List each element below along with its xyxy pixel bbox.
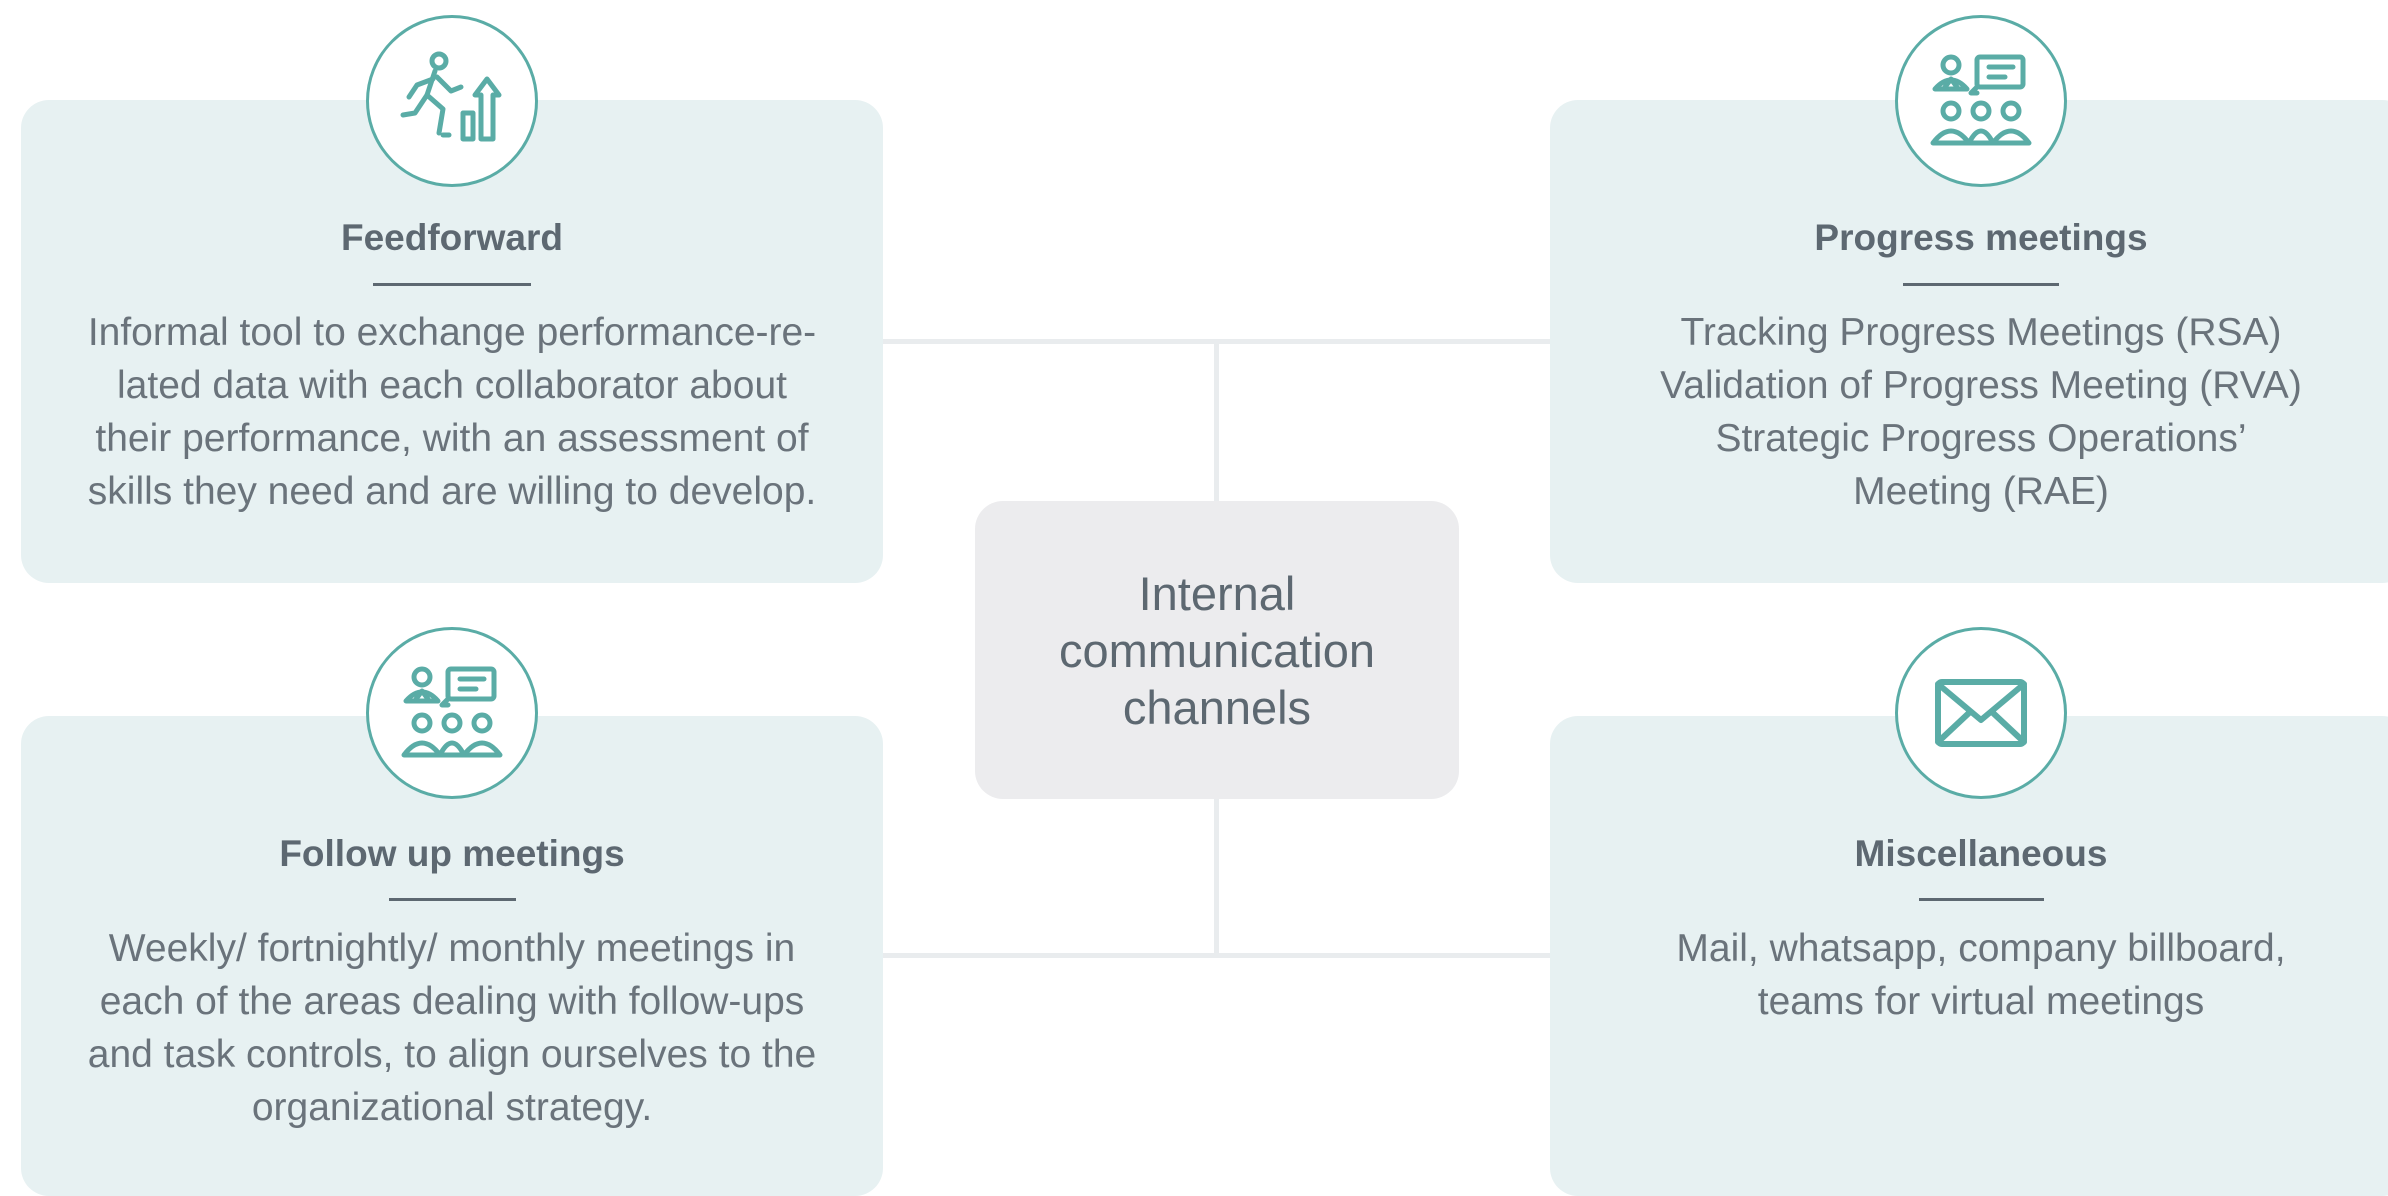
- progress-meetings-divider: [1903, 283, 2059, 286]
- miscellaneous-icon-badge: [1895, 627, 2067, 799]
- progress-meetings-icon-badge: [1895, 15, 2067, 187]
- meeting-presentation-icon: [401, 666, 503, 758]
- runner-growth-icon: [400, 51, 502, 142]
- miscellaneous-description: Mail, whatsapp, company billboard, teams…: [1676, 927, 2286, 1023]
- center-node: Internal communication channels: [975, 501, 1459, 799]
- feedforward-divider: [373, 283, 531, 286]
- follow-up-meetings-title: Follow up meetings: [279, 833, 625, 874]
- connector-bottom-horizontal: [880, 953, 1552, 958]
- feedforward-description: Informal tool to exchange performance-re…: [87, 311, 817, 513]
- connector-bottom-vertical: [1214, 799, 1219, 957]
- progress-meetings-title: Progress meetings: [1814, 217, 2148, 258]
- connector-top-vertical: [1214, 339, 1219, 501]
- meeting-presentation-icon: [1930, 54, 2032, 146]
- center-label: Internal communication channels: [1058, 566, 1376, 734]
- feedforward-title: Feedforward: [340, 217, 564, 258]
- follow-up-meetings-divider: [389, 898, 516, 901]
- follow-up-meetings-card: Follow up meetings Weekly/ fortnightly/ …: [21, 716, 883, 1196]
- feedforward-card: Feedforward Informal tool to exchange pe…: [21, 100, 883, 583]
- miscellaneous-title: Miscellaneous: [1854, 833, 2108, 874]
- follow-up-meetings-icon-badge: [366, 627, 538, 799]
- miscellaneous-divider: [1919, 898, 2044, 901]
- envelope-icon: [1935, 679, 2027, 747]
- feedforward-icon-badge: [366, 15, 538, 187]
- progress-meetings-description: Tracking Progress Meetings (RSA) Validat…: [1660, 311, 2302, 513]
- follow-up-meetings-description: Weekly/ fortnightly/ monthly meetings in…: [87, 927, 817, 1129]
